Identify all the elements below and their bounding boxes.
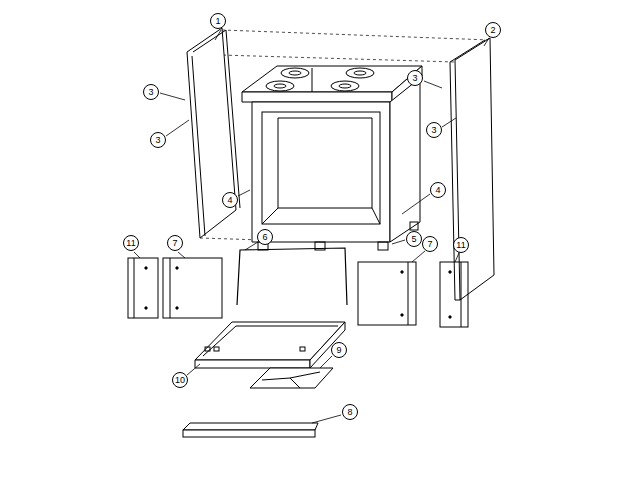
callout-number: 11 [453, 237, 469, 253]
callout-number: 9 [331, 342, 347, 358]
broiler-pan [250, 368, 333, 388]
callout-number: 3 [150, 132, 166, 148]
right-side-panel [450, 38, 494, 300]
callout-number: 3 [407, 70, 423, 86]
callout-number: 4 [430, 182, 446, 198]
callout-number: 1 [210, 13, 226, 29]
callout-number: 3 [426, 122, 442, 138]
left-side-panel [187, 28, 240, 238]
drawer [195, 322, 345, 368]
callout-number: 10 [172, 372, 188, 388]
range-body [242, 66, 422, 250]
callout-number: 11 [123, 235, 139, 251]
callout-number: 7 [167, 235, 183, 251]
leader-lines [134, 30, 489, 423]
callout-number: 4 [222, 192, 238, 208]
callout-number: 5 [406, 231, 422, 247]
kick-plates [128, 258, 468, 327]
front-trim [183, 423, 318, 437]
callout-number: 7 [422, 236, 438, 252]
callout-number: 8 [342, 404, 358, 420]
support-rod [237, 248, 347, 305]
callout-number: 3 [143, 84, 159, 100]
callout-number: 2 [485, 22, 501, 38]
callout-number: 6 [257, 229, 273, 245]
